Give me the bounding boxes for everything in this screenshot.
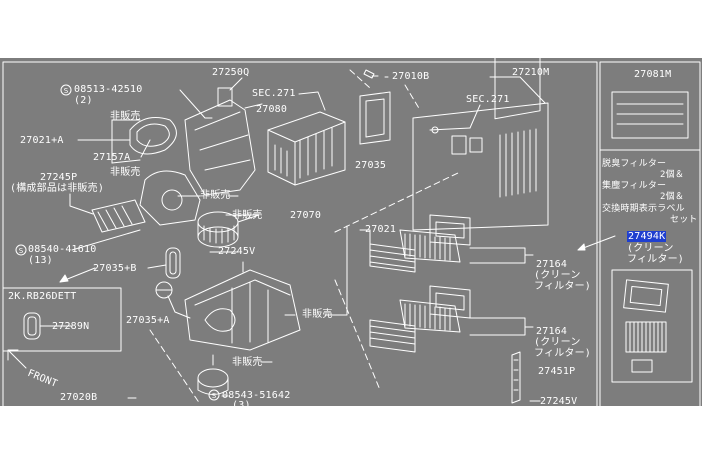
right-note-line-2: 2個＆ [660,170,685,180]
label-clean-filter-lower-1: (クリーン [534,337,581,348]
label-not-for-sale-6: 非販売 [232,357,263,368]
drawing-sheet [0,58,702,406]
label-27451p: 27451P [538,366,576,377]
label-27080: 27080 [256,104,288,115]
right-note-line-6: セット [670,215,698,225]
label-screw-08543-qty: (3) [232,400,251,407]
label-27021: 27021 [365,224,397,235]
label-clean-filter-upper-1: (クリーン [534,270,581,281]
svg-text:S: S [212,392,217,400]
right-note-line-4: 2個＆ [660,192,685,202]
label-sec271-right: SEC.271 [466,94,510,105]
label-27245v: 27245V [218,246,256,257]
label-screw-08540: 08540-41610 [28,244,97,255]
label-27245p: 27245P [40,172,78,183]
label-27289n: 27289N [52,321,90,332]
label-not-for-sale-2: 非販売 [110,167,141,178]
label-not-for-sale-5: 非販売 [302,309,333,320]
label-27070: 27070 [290,210,322,221]
label-27245p-note: (構成部品は非販売) [10,183,105,194]
label-sticker [611,91,689,139]
engine-variant-title: 2K.RB26DETT [8,291,77,302]
label-27210m: 27210M [512,67,550,78]
label-clean-filter-lower-2: フィルター) [534,348,592,359]
part-link-27494k[interactable]: 27494K [627,231,667,242]
label-screw-08513-qty: (2) [74,95,93,106]
label-27035: 27035 [355,160,387,171]
label-sec271-left: SEC.271 [252,88,296,99]
label-not-for-sale-3: 非販売 [200,190,231,201]
right-frame [599,61,701,409]
right-clean-filter-2: フィルター) [627,254,685,265]
right-note-line-1: 脱臭フィルター [602,159,667,169]
label-27164-lower: 27164 [536,326,568,337]
label-not-for-sale-4: 非販売 [232,210,263,221]
label-screw-08540-qty: (13) [28,255,53,266]
main-frame [2,61,598,409]
label-screw-08513: 08513-42510 [74,84,143,95]
label-27020b: 27020B [60,392,98,403]
label-clean-filter-upper-2: フィルター) [534,281,592,292]
label-27021a: 27021+A [20,135,64,146]
label-27081m: 27081M [634,69,672,80]
label-27164-upper: 27164 [536,259,568,270]
engine-variant-box [2,287,122,352]
label-not-for-sale-1: 非販売 [110,111,141,122]
part-link-27494k-text[interactable]: 27494K [627,231,667,242]
right-note-line-5: 交換時期表示ラベル [602,204,685,214]
svg-text:S: S [64,87,69,95]
label-screw-08543: 08543-51642 [222,390,291,401]
label-27010b: 27010B [392,71,430,82]
svg-text:S: S [19,247,24,255]
right-clean-filter-1: (クリーン [627,243,674,254]
right-note-line-3: 集塵フィルター [602,181,667,191]
label-27245v-lower: 27245V [540,396,578,406]
label-27157a: 27157A [93,152,131,163]
label-27250q: 27250Q [212,67,250,78]
label-27035b: 27035+B [93,263,137,274]
filter-set-box [611,269,693,383]
label-27035a: 27035+A [126,315,170,326]
